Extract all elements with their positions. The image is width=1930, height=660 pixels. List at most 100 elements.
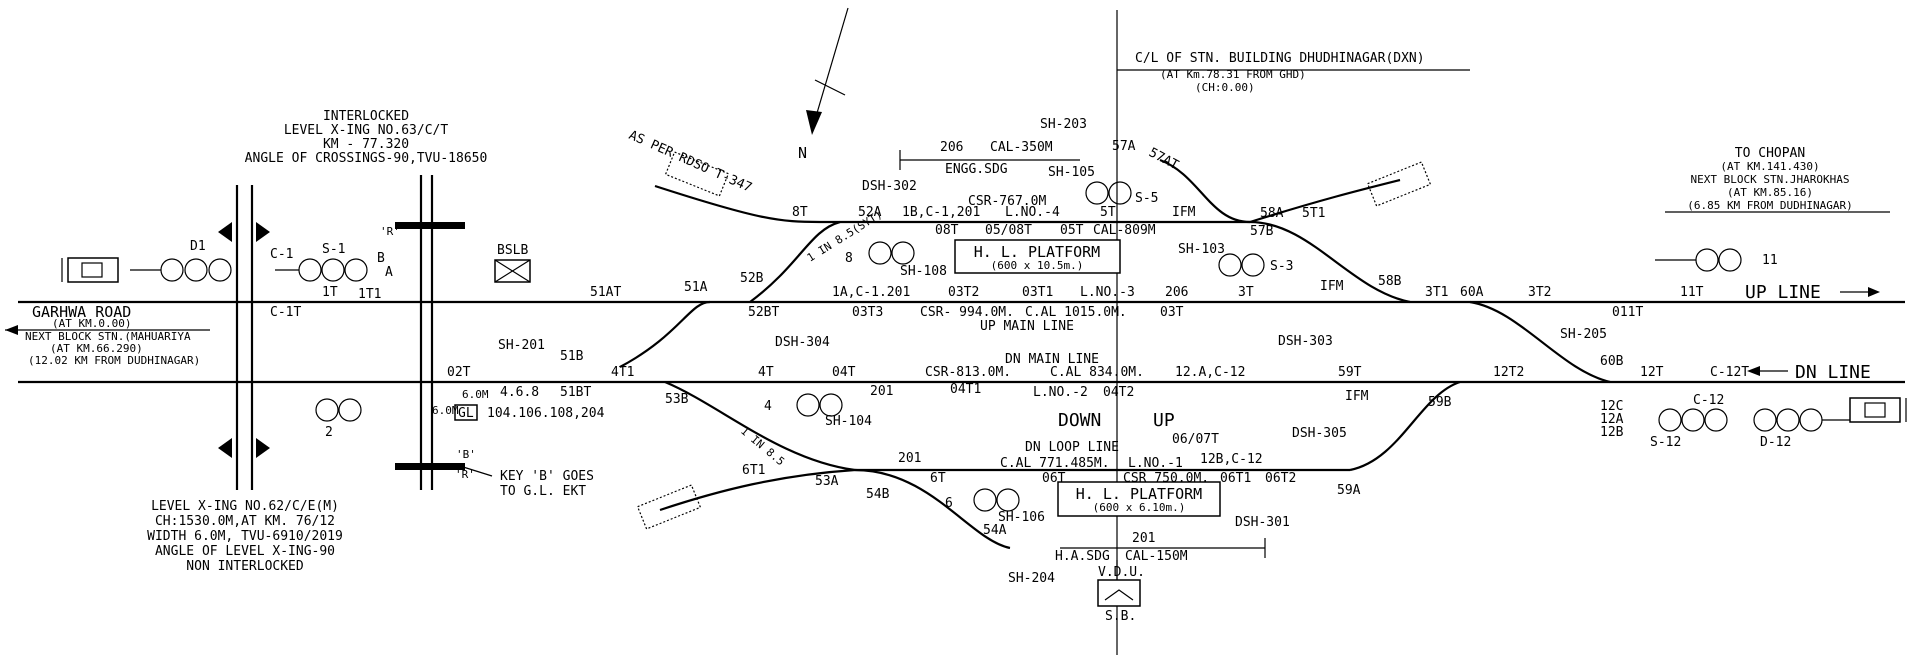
label-dsh302: DSH-302: [862, 179, 917, 194]
label-206b: 206: [1165, 285, 1188, 300]
block-instrument-west: [61, 257, 119, 283]
dn-loop-west-approach: [659, 468, 856, 512]
label-4t1: 4T1: [611, 365, 634, 380]
sand-hump-west-dn: [636, 484, 702, 530]
label-c12t: C-12T: [1710, 365, 1749, 380]
gl-box: [454, 404, 478, 421]
label-06t2: 06T2: [1265, 471, 1296, 486]
label-03t1: 03T1: [1022, 285, 1053, 300]
label-58a: 58A: [1260, 206, 1284, 221]
bslb-box: [494, 259, 531, 283]
label-6m-a: 6.0M: [462, 388, 489, 401]
lx63-line2: LEVEL X-ING NO.63/C/T: [284, 123, 449, 138]
label-51at: 51AT: [590, 285, 621, 300]
label-4t: 4T: [758, 365, 774, 380]
label-12c: 12C: [1600, 399, 1623, 414]
lx62-line5: NON INTERLOCKED: [186, 559, 304, 574]
label-52b: 52B: [740, 271, 764, 286]
sand-hump-east-up: [1366, 161, 1432, 207]
label-6m-b: 6.0M: [432, 404, 459, 417]
lx63-line1: INTERLOCKED: [323, 109, 409, 124]
label-cal1015: C.AL 1015.0M.: [1025, 305, 1127, 320]
label-hasdg: H.A.SDG: [1055, 549, 1110, 564]
label-57a: 57A: [1112, 139, 1136, 154]
label-12t2: 12T2: [1493, 365, 1524, 380]
label-dsh303: DSH-303: [1278, 334, 1333, 349]
label-201b: 201: [898, 451, 921, 466]
label-sig6: 6: [945, 496, 953, 511]
block-instrument-east: [1849, 397, 1907, 423]
lx62-north-marker: [218, 222, 270, 242]
label-sh203: SH-203: [1040, 117, 1087, 132]
label-5t: 5T: [1100, 205, 1116, 220]
label-54b: 54B: [866, 487, 890, 502]
centre-line-km: (AT Km.78.31 FROM GHD): [1160, 68, 1306, 81]
lx62-line1: LEVEL X-ING NO.62/C/E(M): [151, 499, 339, 514]
label-dsh305: DSH-305: [1292, 426, 1347, 441]
label-12a2: 12A: [1600, 412, 1624, 427]
label-down: DOWN: [1058, 410, 1101, 431]
label-a: A: [385, 265, 393, 280]
label-c1: C-1: [270, 247, 293, 262]
signal-s5: [1085, 181, 1132, 205]
label-11t: 11T: [1680, 285, 1704, 300]
label-59b: 59B: [1428, 395, 1452, 410]
label-csr767: CSR-767.0M: [968, 194, 1046, 209]
dn-line-arrow-head: [1747, 366, 1760, 376]
label-52a: 52A: [858, 205, 882, 220]
label-53b: 53B: [665, 392, 689, 407]
label-csr994: CSR- 994.0M.: [920, 305, 1014, 320]
label-1t: 1T: [322, 285, 338, 300]
label-53a: 53A: [815, 474, 839, 489]
rdso-note: AS PER RDSO T-347: [626, 128, 754, 196]
label-bslb: BSLB: [497, 243, 528, 258]
label-60a: 60A: [1460, 285, 1484, 300]
label-upmain: UP MAIN LINE: [980, 319, 1074, 334]
turnout-57a-track: [1159, 158, 1251, 224]
label-r2: 'R': [455, 468, 475, 481]
lx63-line4: ANGLE OF CROSSINGS-90,TVU-18650: [245, 151, 488, 166]
centre-line-title: C/L OF STN. BUILDING DHUDHINAGAR(DXN): [1135, 51, 1425, 66]
label-sh105: SH-105: [1048, 165, 1095, 180]
label-6t: 6T: [930, 471, 946, 486]
signal-2: [315, 398, 362, 422]
label-57at: 57AT: [1146, 145, 1181, 173]
label-08t: 08T: [935, 223, 959, 238]
label-12b: 12B,C-12: [1200, 452, 1263, 467]
label-lno2: L.NO.-2: [1033, 385, 1088, 400]
chopan-next-block: NEXT BLOCK STN.JHAROKHAS: [1691, 173, 1850, 186]
label-51bt: 51BT: [560, 385, 591, 400]
label-12t: 12T: [1640, 365, 1664, 380]
label-cal809: CAL-809M: [1093, 223, 1156, 238]
key-b-line2: TO G.L. EKT: [500, 484, 586, 499]
label-03t3: 03T3: [852, 305, 883, 320]
chopan-km: (AT KM.141.430): [1720, 160, 1819, 173]
lx62-line2: CH:1530.0M,AT KM. 76/12: [155, 514, 335, 529]
label-dsh301: DSH-301: [1235, 515, 1290, 530]
up-platform-size: (600 x 10.5m.): [991, 259, 1084, 272]
label-lno1: L.NO.-1: [1128, 456, 1183, 471]
label-gl-nums: 104.106.108,204: [487, 406, 605, 421]
turnout-53-track: [664, 380, 856, 472]
crossover-60-track: [1469, 300, 1611, 384]
signal-6: [973, 488, 1020, 512]
label-59a: 59A: [1337, 483, 1361, 498]
turnout-58-track: [1249, 220, 1411, 304]
signal-s12: [1658, 408, 1728, 432]
label-51a: 51A: [684, 280, 708, 295]
key-b-leader: [459, 465, 493, 477]
label-dnmain: DN MAIN LINE: [1005, 352, 1099, 367]
label-201a: 201: [870, 384, 893, 399]
label-06t: 06T: [1042, 471, 1066, 486]
label-05t: 05T: [1060, 223, 1084, 238]
label-d1: D1: [190, 239, 206, 254]
up-loop-east-approach: [1249, 178, 1401, 224]
garhwa-arrow-head: [5, 325, 18, 335]
chopan-title: TO CHOPAN: [1735, 146, 1805, 161]
label-03t: 03T: [1160, 305, 1184, 320]
lx62-line4: ANGLE OF LEVEL X-ING-90: [155, 544, 335, 559]
up-line-arrow-head: [1868, 287, 1880, 297]
garhwa-distance: (12.02 KM FROM DUDHINAGAR): [28, 354, 200, 367]
north-arrow-head: [806, 110, 822, 135]
